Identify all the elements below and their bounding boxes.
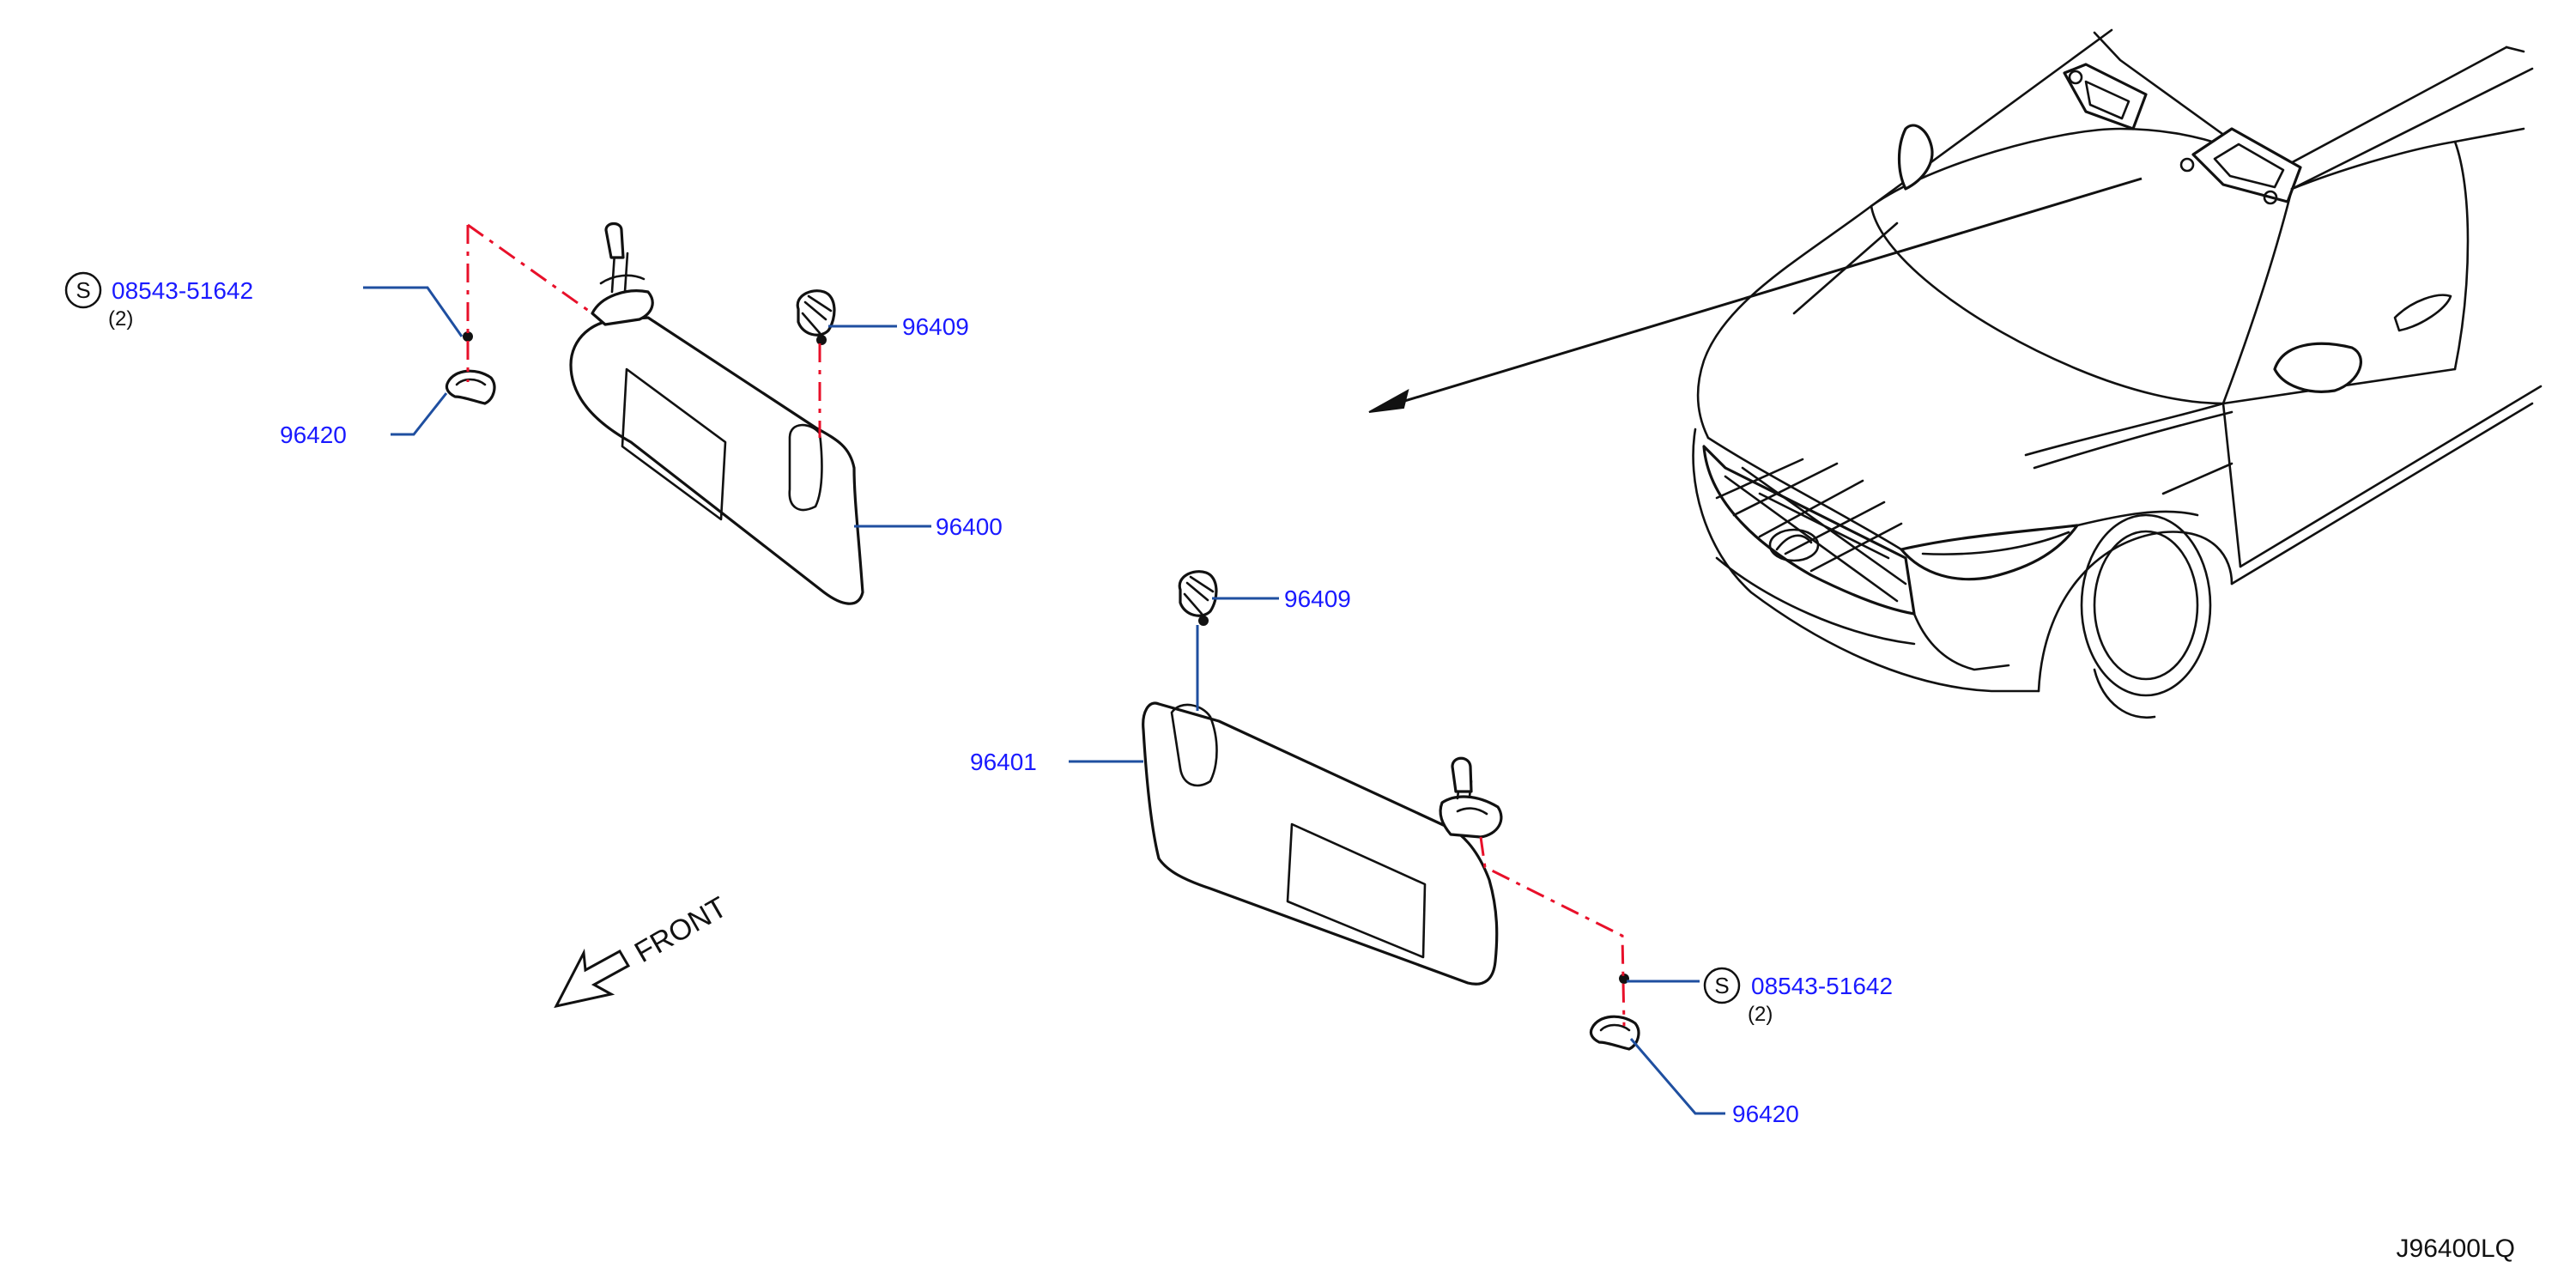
front-arrow-icon: [554, 948, 631, 1009]
s-symbol-letter: S: [1714, 973, 1729, 998]
callout-bolt-left: S 08543-51642 (2): [64, 271, 253, 331]
quantity-left: (2): [108, 307, 133, 331]
s-symbol-icon: [64, 271, 102, 309]
direction-arrow-icon: [1368, 177, 2143, 413]
part-number-08543-51642-left[interactable]: 08543-51642: [112, 277, 253, 304]
part-number-96401[interactable]: 96401: [970, 749, 1037, 775]
diagram-code: J96400LQ: [2397, 1235, 2515, 1263]
s-symbol-letter: S: [76, 277, 90, 303]
quantity-right: (2): [1748, 1003, 1773, 1026]
holder-96420-left: [445, 331, 496, 405]
part-number-96400[interactable]: 96400: [936, 513, 1003, 540]
part-number-96409-lower[interactable]: 96409: [1284, 585, 1351, 612]
mount-lines: [466, 223, 1626, 1027]
callout-bolt-right: S 08543-51642 (2): [1703, 967, 1893, 1026]
vehicle-illustration: [1692, 28, 2543, 719]
hook-96409-lower: [1178, 570, 1218, 626]
front-indicator: FRONT: [554, 890, 732, 1009]
part-number-96420-left[interactable]: 96420: [280, 422, 347, 448]
leader-lines: [363, 286, 1725, 1115]
part-number-96420-right[interactable]: 96420: [1732, 1101, 1799, 1127]
part-number-96409-upper[interactable]: 96409: [902, 313, 969, 340]
front-label: FRONT: [629, 890, 732, 968]
s-symbol-icon: [1703, 967, 1741, 1004]
hook-96409-upper: [796, 289, 836, 345]
part-number-08543-51642-right[interactable]: 08543-51642: [1751, 973, 1893, 999]
sun-visor-96400: [569, 221, 864, 605]
sun-visor-96401: [1142, 701, 1503, 986]
holder-96420-right: [1589, 974, 1640, 1051]
